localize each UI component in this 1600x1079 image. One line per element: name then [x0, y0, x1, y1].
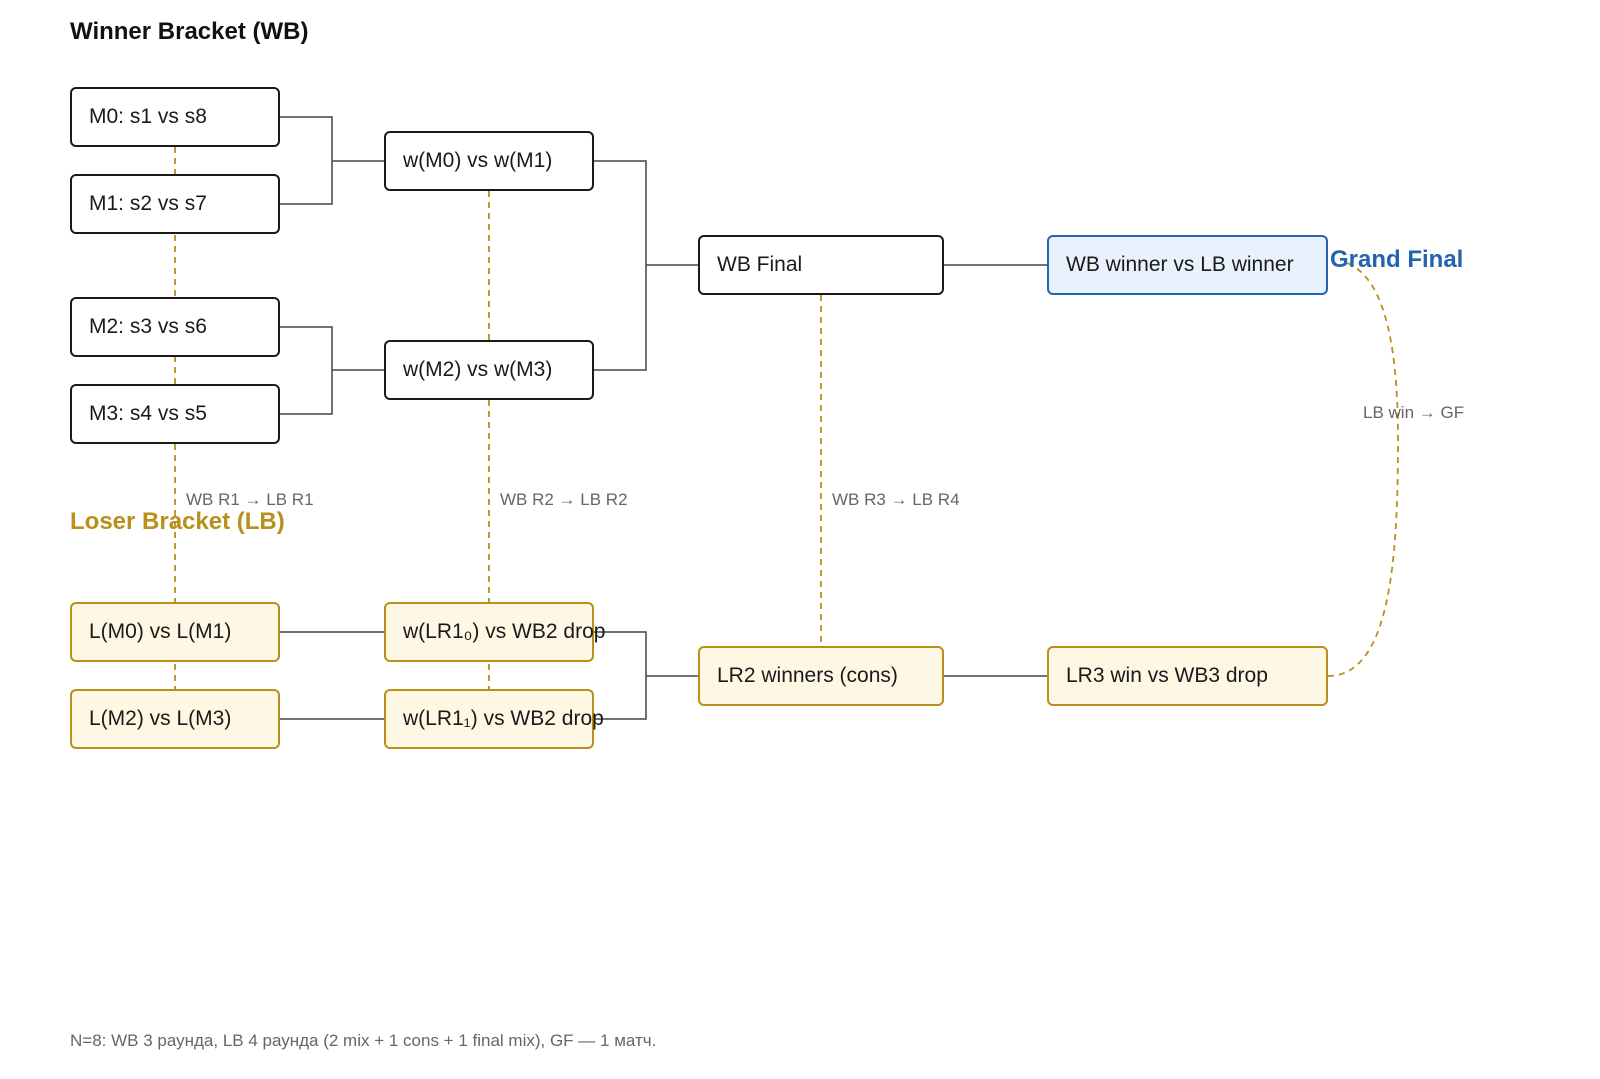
drop-label-wb-r3: WB R3 → LB R4 [832, 490, 960, 509]
lb-round3-match[interactable]: LR2 winners (cons) [698, 646, 944, 706]
wb-match-m3[interactable]: M3: s4 vs s5 [70, 384, 280, 444]
loser-bracket-heading: Loser Bracket (LB) [70, 508, 285, 535]
wb-round2-match-bottom[interactable]: w(M2) vs w(M3) [384, 340, 594, 400]
wb-match-m2[interactable]: M2: s3 vs s6 [70, 297, 280, 357]
lb-round1-match-bottom[interactable]: L(M2) vs L(M3) [70, 689, 280, 749]
connector-wb-m0-m1 [280, 116, 384, 205]
wb-round2-match-top[interactable]: w(M0) vs w(M1) [384, 131, 594, 191]
lb-round2-match-bottom[interactable]: w(LR1₁) vs WB2 drop [384, 689, 604, 749]
connector-wb-m2-m3 [280, 326, 384, 415]
grand-final-match[interactable]: WB winner vs LB winner [1047, 235, 1328, 295]
connector-wb-r2-final [594, 160, 698, 371]
drop-line-lb-gf [1327, 261, 1399, 677]
grand-final-heading: Grand Final [1330, 246, 1464, 273]
lb-round2-match-top[interactable]: w(LR1₀) vs WB2 drop [384, 602, 605, 662]
drop-label-wb-r2: WB R2 → LB R2 [500, 490, 628, 509]
lb-round4-match[interactable]: LR3 win vs WB3 drop [1047, 646, 1328, 706]
wb-final-match[interactable]: WB Final [698, 235, 944, 295]
winner-bracket-heading: Winner Bracket (WB) [70, 18, 309, 45]
lb-round1-match-top[interactable]: L(M0) vs L(M1) [70, 602, 280, 662]
wb-match-m0[interactable]: M0: s1 vs s8 [70, 87, 280, 147]
drop-label-lb-gf: LB win → GF [1363, 403, 1465, 422]
wb-match-m1[interactable]: M1: s2 vs s7 [70, 174, 280, 234]
drop-label-wb-r1: WB R1 → LB R1 [186, 490, 314, 509]
connector-lb-r2-r3 [594, 631, 698, 720]
footnote: N=8: WB 3 раунда, LB 4 раунда (2 mix + 1… [70, 1031, 657, 1050]
